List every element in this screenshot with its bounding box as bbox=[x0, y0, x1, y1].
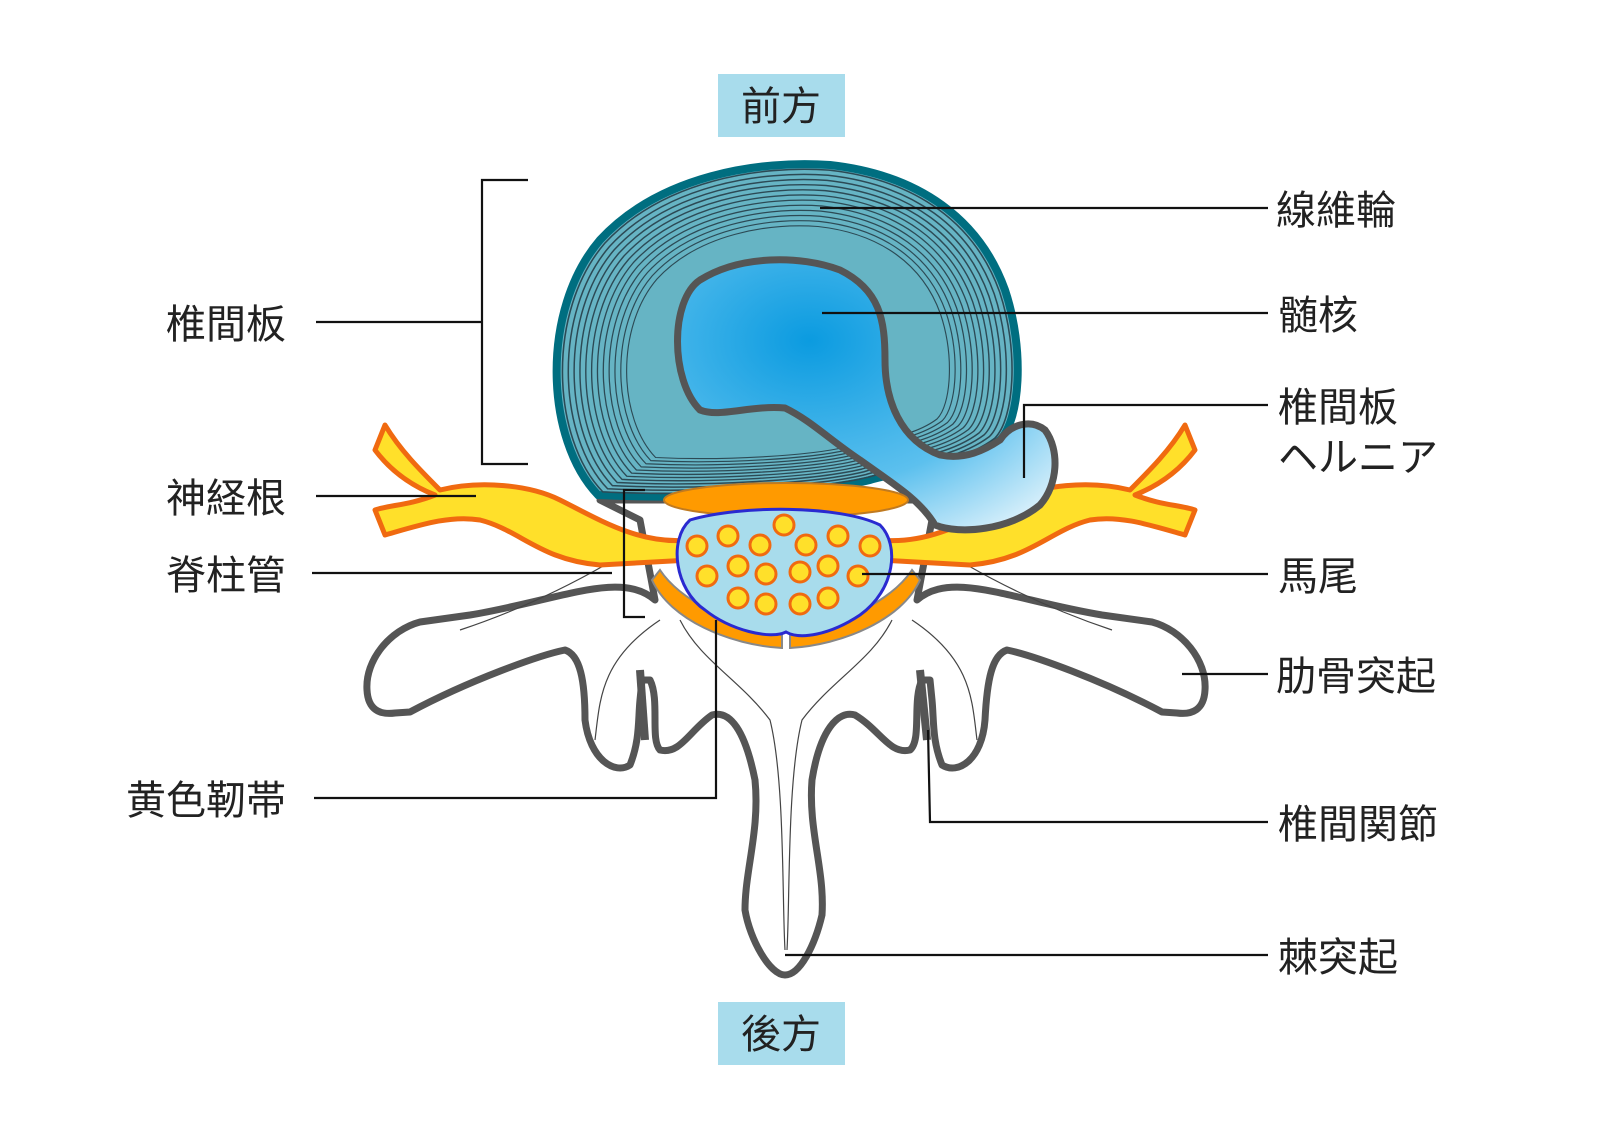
cauda-equina bbox=[685, 513, 882, 616]
nerve-fiber bbox=[754, 592, 778, 616]
posterior-tag: 後方 bbox=[718, 1002, 845, 1065]
annulus-ring bbox=[590, 194, 985, 479]
label-spinous-process: 棘突起 bbox=[1278, 935, 1398, 981]
nerve-fiber bbox=[826, 524, 850, 548]
label-disc-herniation-line2: ヘルニア bbox=[1278, 435, 1438, 481]
label-transverse-process: 肋骨突起 bbox=[1276, 654, 1436, 700]
label-cauda-equina: 馬尾 bbox=[1278, 554, 1358, 600]
nerve-fiber bbox=[754, 562, 778, 586]
annulus-ring bbox=[579, 183, 996, 485]
nerve-fiber bbox=[816, 554, 840, 578]
nerve-fiber bbox=[685, 534, 709, 558]
anterior-label: 前方 bbox=[741, 84, 821, 130]
vertebral-arch bbox=[363, 496, 1209, 979]
leader-lines bbox=[312, 178, 1268, 957]
nerve-fiber bbox=[748, 533, 772, 557]
label-intervertebral-disc: 椎間板 bbox=[166, 302, 286, 348]
anterior-tag: 前方 bbox=[718, 74, 845, 137]
facet-joint-right bbox=[916, 669, 931, 741]
nerve-fiber bbox=[726, 554, 750, 578]
annulus-ring bbox=[596, 199, 979, 476]
nucleus-pulposus bbox=[674, 256, 1059, 534]
label-ligamentum-flavum: 黄色靭帯 bbox=[126, 778, 286, 824]
label-facet-joint: 椎間関節 bbox=[1278, 802, 1438, 848]
annulus-ring bbox=[561, 168, 1013, 495]
nerve-fiber bbox=[846, 564, 870, 588]
annulus-ring bbox=[573, 178, 1002, 488]
annulus-ring bbox=[567, 173, 1008, 491]
nerve-fiber bbox=[788, 560, 812, 584]
label-disc-herniation-line1: 椎間板 bbox=[1278, 385, 1398, 431]
intervertebral-disc bbox=[552, 160, 1059, 534]
nerve-fiber bbox=[794, 533, 818, 557]
nerve-fiber bbox=[695, 564, 719, 588]
nerve-fiber bbox=[816, 586, 840, 610]
nerve-fiber bbox=[716, 524, 740, 548]
nerve-fiber bbox=[726, 586, 750, 610]
nerve-fiber bbox=[772, 513, 796, 537]
label-nerve-root: 神経根 bbox=[166, 476, 286, 522]
facet-joint-left bbox=[636, 669, 649, 741]
label-nucleus-pulposus: 髄核 bbox=[1278, 293, 1358, 339]
posterior-label: 後方 bbox=[741, 1012, 821, 1058]
label-spinal-canal: 脊柱管 bbox=[166, 553, 286, 599]
nerve-fiber bbox=[788, 592, 812, 616]
label-annulus-fibrosus: 線維輪 bbox=[1276, 188, 1396, 234]
annulus-ring bbox=[585, 189, 990, 482]
nerve-root-left bbox=[372, 422, 693, 568]
nerve-fiber bbox=[858, 534, 882, 558]
